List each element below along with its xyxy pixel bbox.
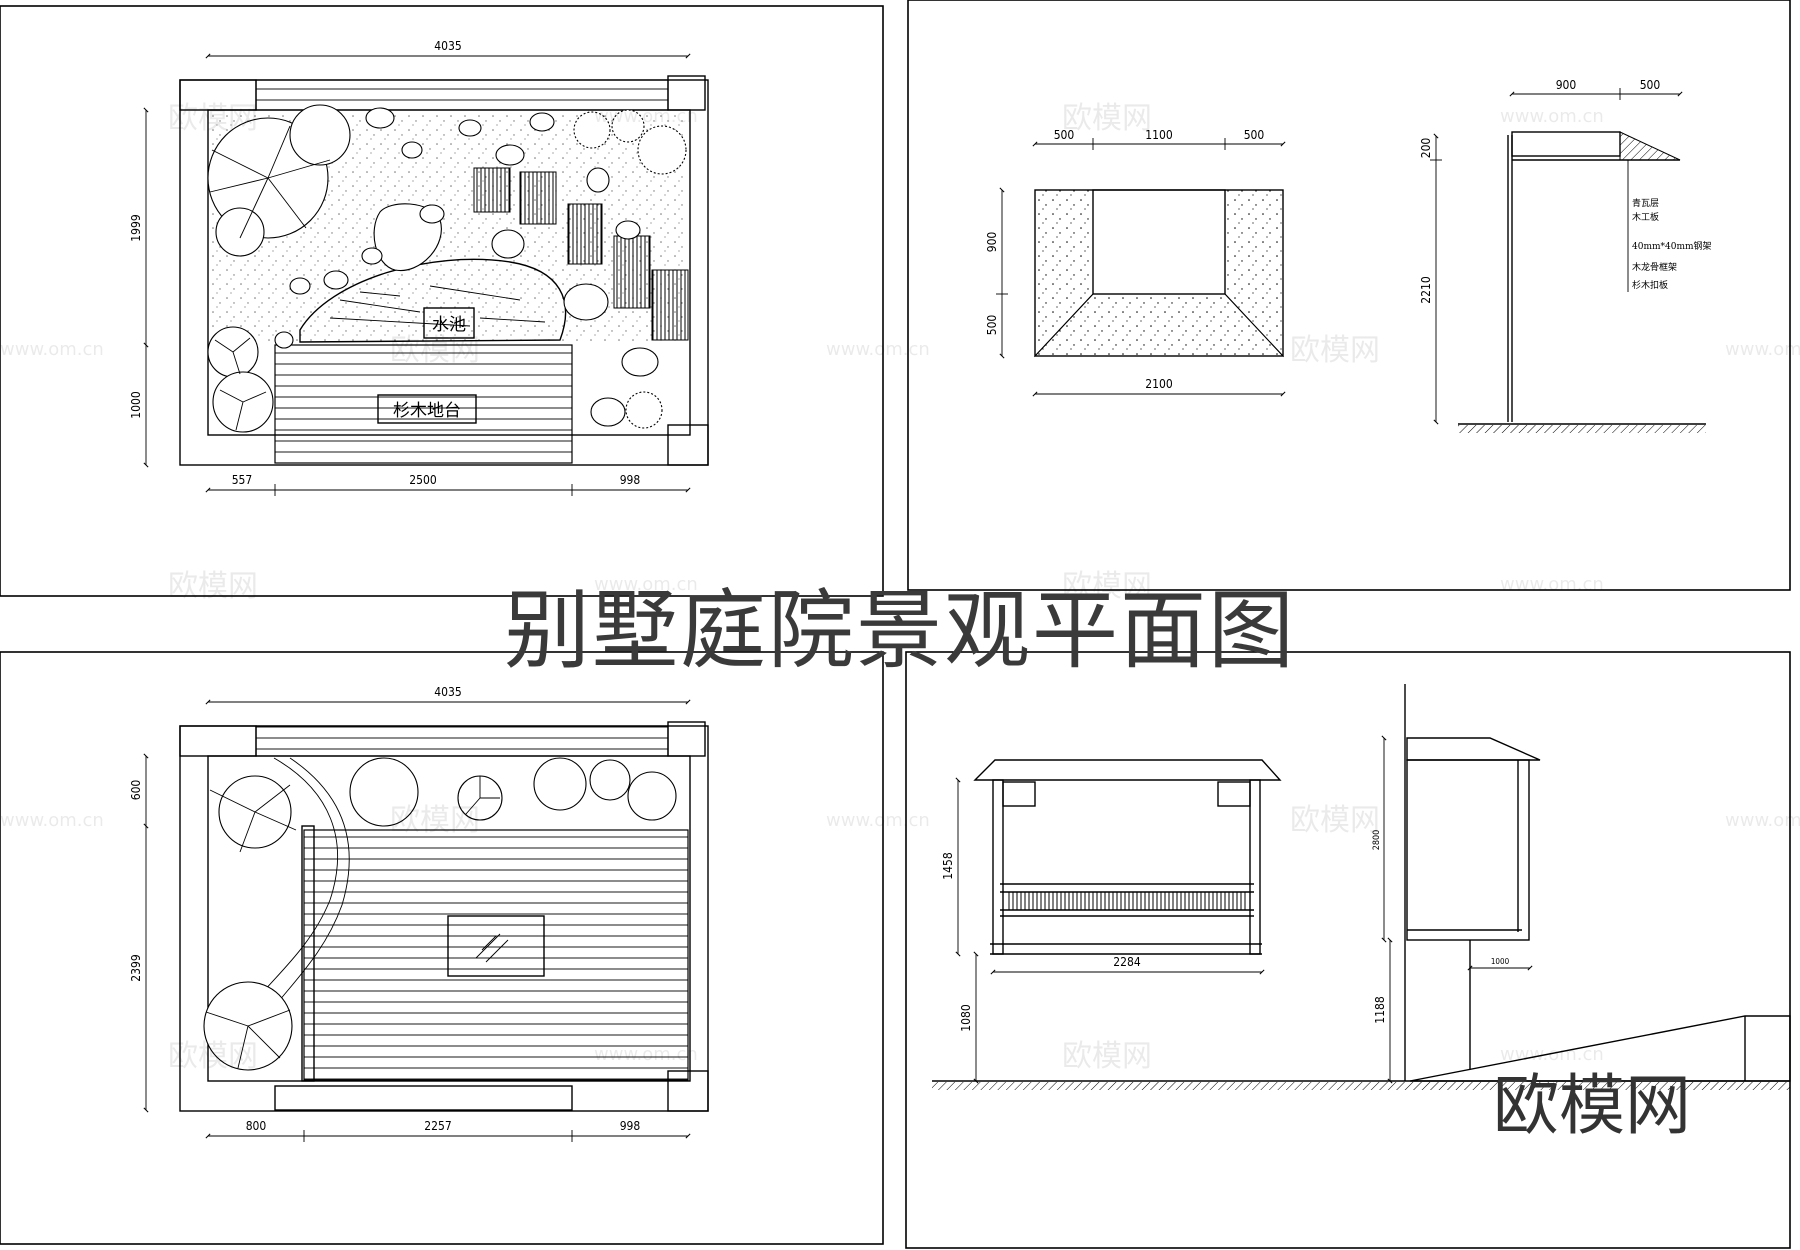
front-dim-base: 1080 (959, 1004, 973, 1032)
section-dim-left-1: 200 (1419, 138, 1433, 159)
panel-detail-2: 500 1100 500 900 500 2100 900 500 200 22… (907, 0, 1791, 591)
svg-text:www.om.cn: www.om.cn (594, 1044, 698, 1065)
deck-dim-left-lower: 2399 (129, 954, 143, 982)
dim-bottom-2: 2500 (409, 473, 437, 487)
section-dim-left-2: 2210 (1419, 276, 1433, 304)
deck-dim-bottom-1: 800 (246, 1119, 267, 1133)
svg-text:欧模网: 欧模网 (1290, 803, 1380, 838)
deck-dim-top: 4035 (434, 685, 461, 699)
panel-plan-1: 水池 杉木地台 (0, 5, 884, 597)
svg-text:www.om.cn: www.om.cn (0, 810, 104, 831)
watermarks: 欧模网 www.om.cn 欧模网 www.om.cn www.om.cn 欧模… (0, 101, 1800, 1074)
panel-1-dimensions: 4035 1999 1000 557 2500 998 (129, 39, 691, 496)
skylight-glass (447, 915, 545, 977)
dim-bottom-1: 557 (232, 473, 253, 487)
svg-text:欧模网: 欧模网 (168, 101, 258, 136)
note-2: 木工板 (1632, 211, 1659, 223)
pond-label-box (423, 307, 475, 339)
side-roof (1406, 737, 1541, 761)
svg-text:欧模网: 欧模网 (1290, 333, 1380, 368)
roof-plan-opening (1092, 189, 1226, 295)
svg-text:www.om.cn: www.om.cn (826, 810, 930, 831)
plan-dim-top-1: 500 (1054, 128, 1075, 142)
note-3: 40mm*40mm钢架 (1632, 240, 1712, 252)
svg-text:欧模网: 欧模网 (1062, 569, 1152, 604)
panel-3-dimensions: 4035 600 2399 800 2257 998 (129, 685, 691, 1142)
panel-plan-3: 4035 600 2399 800 2257 998 (0, 651, 884, 1245)
svg-text:www.om.cn: www.om.cn (826, 339, 930, 360)
side-dim-base: 1188 (1373, 996, 1387, 1024)
deck-label: 杉木地台 (393, 401, 461, 421)
dim-top: 4035 (434, 39, 461, 53)
svg-text:欧模网: 欧模网 (1062, 101, 1152, 136)
svg-text:欧模网: 欧模网 (1062, 1039, 1152, 1074)
section-dim-top-1: 900 (1556, 78, 1577, 92)
stepping-slab (567, 203, 603, 265)
svg-text:www.om.cn: www.om.cn (1500, 1044, 1604, 1065)
fir-deck (274, 344, 573, 464)
corner-post (667, 75, 706, 111)
plan-dim-top-2: 1100 (1145, 128, 1173, 142)
large-tree-canopy (207, 104, 351, 257)
svg-text:www.om.cn: www.om.cn (1500, 106, 1604, 127)
large-deck (303, 829, 689, 1081)
site-logo: 欧模网 (1493, 1067, 1691, 1144)
panel-elevations-4: 1458 2284 1080 2800 1000 1188 (905, 651, 1791, 1249)
path-curve (247, 757, 338, 1011)
dim-left-upper: 1999 (129, 214, 143, 242)
section-dim-top-2: 500 (1640, 78, 1661, 92)
stepping-slab (613, 235, 651, 309)
garden-stones (274, 107, 659, 427)
svg-text:欧模网: 欧模网 (168, 1039, 258, 1074)
note-1: 青瓦层 (1632, 197, 1659, 209)
corner-post (667, 424, 709, 466)
front-dim-width: 2284 (1113, 955, 1141, 969)
plan-dim-left-2: 500 (985, 315, 999, 336)
stepping-slab (651, 269, 689, 341)
stepping-slab (473, 167, 511, 213)
svg-text:www.om.cn: www.om.cn (594, 106, 698, 127)
pond-label: 水池 (432, 315, 466, 335)
pavilion-roof (973, 759, 1282, 781)
svg-text:www.om.cn: www.om.cn (0, 339, 104, 360)
deck-dim-left-upper: 600 (129, 780, 143, 801)
side-dim-height: 2800 (1372, 830, 1382, 851)
note-4: 木龙骨框架 (1632, 261, 1677, 273)
plan-dim-top-3: 500 (1244, 128, 1265, 142)
svg-text:www.om.cn: www.om.cn (1725, 339, 1800, 360)
svg-text:欧模网: 欧模网 (390, 333, 480, 368)
dim-left-lower: 1000 (129, 391, 143, 419)
ramp (1409, 1015, 1791, 1082)
panel-4-frame (905, 651, 1791, 1249)
deck-dim-bottom-2: 2257 (424, 1119, 451, 1133)
side-dim-width: 1000 (1491, 957, 1510, 966)
page-title: 别墅庭院景观平面图 (504, 581, 1296, 681)
svg-text:www.om.cn: www.om.cn (1500, 574, 1604, 595)
shrub-group (207, 109, 687, 433)
deck-plants (203, 757, 677, 1071)
deck-label-box (377, 394, 477, 424)
pond (299, 258, 567, 343)
pergola-bar (255, 725, 669, 757)
svg-text:www.om.cn: www.om.cn (1725, 810, 1800, 831)
front-dim-height: 1458 (941, 852, 955, 880)
stepping-slab (519, 171, 557, 225)
deck-dim-bottom-3: 998 (620, 1119, 641, 1133)
svg-text:欧模网: 欧模网 (168, 569, 258, 604)
dim-bottom-3: 998 (620, 473, 641, 487)
svg-text:www.om.cn: www.om.cn (594, 574, 698, 595)
plan-dim-left-1: 900 (985, 232, 999, 253)
svg-text:欧模网: 欧模网 (390, 803, 480, 838)
note-5: 杉木扣板 (1632, 279, 1668, 291)
plan-dim-bottom: 2100 (1145, 377, 1173, 391)
